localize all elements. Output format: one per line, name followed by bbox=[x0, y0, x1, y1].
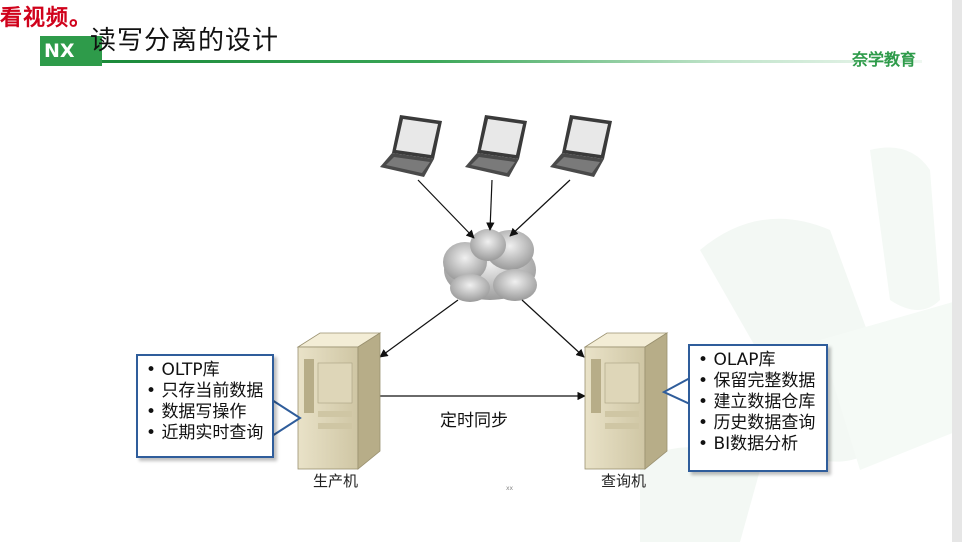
oltp-item: OLTP库 bbox=[146, 360, 264, 381]
cloud-icon bbox=[443, 229, 537, 302]
brand-name: 奈学教育 bbox=[852, 50, 917, 69]
oltp-callout-pointer bbox=[271, 398, 302, 438]
edge-laptop3-cloud bbox=[509, 179, 571, 237]
olap-info-box: OLAP库 保留完整数据 建立数据仓库 历史数据查询 BI数据分析 bbox=[688, 344, 828, 472]
olap-item: 保留完整数据 bbox=[698, 371, 818, 392]
overlay-caption: 看视频。 bbox=[0, 6, 93, 31]
tiny-mark: xx bbox=[506, 485, 514, 492]
edge-laptop1-cloud bbox=[417, 179, 475, 239]
laptop-icon bbox=[465, 115, 527, 177]
sync-label: 定时同步 bbox=[440, 411, 508, 431]
oltp-item: 近期实时查询 bbox=[146, 423, 264, 444]
page-title: 读写分离的设计 bbox=[90, 26, 280, 56]
olap-item: 历史数据查询 bbox=[698, 413, 818, 434]
olap-item: 建立数据仓库 bbox=[698, 392, 818, 413]
edge-cloud-production bbox=[379, 299, 459, 358]
laptop-icon bbox=[380, 115, 442, 177]
edge-cloud-query bbox=[521, 299, 585, 358]
server-icon bbox=[583, 332, 669, 470]
oltp-item: 只存当前数据 bbox=[146, 381, 264, 402]
query-server-label: 查询机 bbox=[601, 472, 647, 490]
logo-text: NX bbox=[44, 40, 75, 62]
laptop-icon bbox=[550, 115, 612, 177]
oltp-info-box: OLTP库 只存当前数据 数据写操作 近期实时查询 bbox=[136, 354, 274, 458]
olap-callout-pointer bbox=[661, 376, 691, 406]
production-server-label: 生产机 bbox=[313, 472, 359, 490]
oltp-item: 数据写操作 bbox=[146, 402, 264, 423]
olap-item: OLAP库 bbox=[698, 350, 818, 371]
header-underline bbox=[102, 60, 922, 63]
edge-laptop2-cloud bbox=[486, 179, 495, 231]
olap-item: BI数据分析 bbox=[698, 434, 818, 455]
logo-badge bbox=[40, 36, 102, 66]
server-icon bbox=[296, 332, 382, 470]
